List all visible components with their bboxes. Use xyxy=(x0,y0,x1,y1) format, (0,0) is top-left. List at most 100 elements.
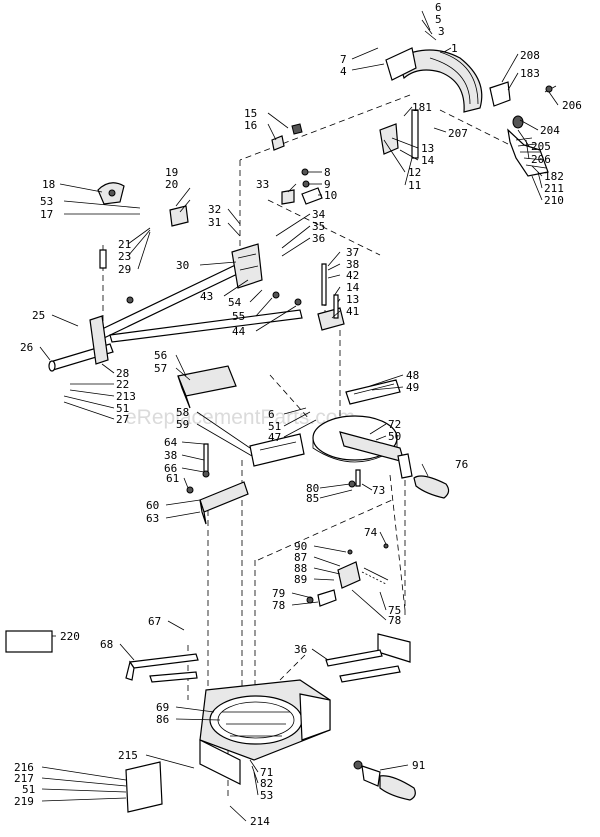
part-label: 72 xyxy=(388,418,401,431)
part-label: 49 xyxy=(406,381,419,394)
part-label: 55 xyxy=(232,310,245,323)
part-label: 8 xyxy=(324,166,331,179)
part-label: 41 xyxy=(346,305,359,318)
part-number-labels: 6 5 3 1 7 4 208 183 206 181 207 204 13 1… xyxy=(14,1,582,828)
part-label: 27 xyxy=(116,413,129,426)
manual-box xyxy=(5,630,53,653)
part-label: 54 xyxy=(228,296,242,309)
part-label: 57 xyxy=(154,362,167,375)
part-label: 42 xyxy=(346,269,359,282)
part-label: 88 xyxy=(294,562,307,575)
part-label: 213 xyxy=(116,390,136,403)
part-label: 53 xyxy=(40,195,53,208)
part-label: 206 xyxy=(562,99,582,112)
base xyxy=(199,679,331,785)
upper-blade-guard xyxy=(385,47,483,113)
part-label: 43 xyxy=(200,290,213,303)
part-label: 78 xyxy=(272,599,285,612)
part-label: 15 xyxy=(244,107,257,120)
part-label: 208 xyxy=(520,49,540,62)
part-label: 89 xyxy=(294,573,307,586)
part-label: 47 xyxy=(268,431,281,444)
part-label: 32 xyxy=(208,203,221,216)
part-label: 13 xyxy=(346,293,359,306)
handle-bracket xyxy=(169,205,189,227)
part-label: 53 xyxy=(260,789,273,802)
part-label: 69 xyxy=(156,701,169,714)
part-label: 80 xyxy=(306,482,319,495)
part-label: 60 xyxy=(146,499,159,512)
part-label: 67 xyxy=(148,615,161,628)
part-label: 28 xyxy=(116,367,129,380)
part-label: 217 xyxy=(14,772,34,785)
part-label: 79 xyxy=(272,587,285,600)
arm-studs xyxy=(99,249,339,319)
part-label: 214 xyxy=(250,815,270,828)
switch-handle xyxy=(97,182,125,205)
guard-label-plate xyxy=(489,81,511,107)
part-label: 16 xyxy=(244,119,257,132)
part-label: 17 xyxy=(40,208,53,221)
part-label: 36 xyxy=(312,232,325,245)
part-label: 216 xyxy=(14,761,34,774)
miter-handle xyxy=(397,453,450,499)
part-label: 82 xyxy=(260,777,273,790)
part-label: 205 xyxy=(531,140,551,153)
part-label: 14 xyxy=(421,154,435,167)
part-label: 182 xyxy=(544,170,564,183)
part-label: 220 xyxy=(60,630,80,643)
part-label: 11 xyxy=(408,179,421,192)
part-label: 74 xyxy=(364,526,378,539)
part-label: 91 xyxy=(412,759,425,772)
part-label: 66 xyxy=(164,462,177,475)
pivot-block xyxy=(231,243,263,289)
side-support-left xyxy=(125,761,163,813)
part-label: 6 xyxy=(268,408,275,421)
part-label: 61 xyxy=(166,472,179,485)
part-label: 76 xyxy=(455,458,468,471)
part-label: 90 xyxy=(294,540,307,553)
part-label: 13 xyxy=(421,142,434,155)
part-label: 20 xyxy=(165,178,178,191)
part-label: 26 xyxy=(20,341,33,354)
part-label: 78 xyxy=(388,614,401,627)
side-support-right xyxy=(325,633,411,683)
part-label: 38 xyxy=(164,449,177,462)
part-label: 18 xyxy=(42,178,55,191)
part-label: 36 xyxy=(294,643,307,656)
part-label: 206 xyxy=(531,153,551,166)
fence-insert-plate xyxy=(249,433,305,467)
part-label: 22 xyxy=(116,378,129,391)
part-label: 9 xyxy=(324,178,331,191)
part-label: 23 xyxy=(118,250,131,263)
part-label: 51 xyxy=(116,402,129,415)
part-label: 37 xyxy=(346,246,359,259)
part-label: 85 xyxy=(306,492,319,505)
guard-bracket xyxy=(379,123,399,155)
extension-rod xyxy=(125,653,199,683)
part-label: 38 xyxy=(346,258,359,271)
left-fence-top xyxy=(177,365,237,409)
left-fence xyxy=(199,481,249,525)
part-label: 12 xyxy=(408,166,421,179)
part-label: 211 xyxy=(544,182,564,195)
part-label: 44 xyxy=(232,325,246,338)
part-label: 63 xyxy=(146,512,159,525)
part-label: 64 xyxy=(164,436,178,449)
shaft-bracket xyxy=(89,315,109,365)
part-label: 87 xyxy=(294,551,307,564)
part-label: 1 xyxy=(451,42,458,55)
part-label: 7 xyxy=(340,53,347,66)
part-label: 50 xyxy=(388,430,401,443)
part-label: 75 xyxy=(388,604,401,617)
part-label: 5 xyxy=(435,13,442,26)
part-label: 215 xyxy=(118,749,138,762)
part-label: 207 xyxy=(448,127,468,140)
part-label: 33 xyxy=(256,178,269,191)
part-label: 10 xyxy=(324,189,337,202)
part-label: 4 xyxy=(340,65,347,78)
part-label: 31 xyxy=(208,216,221,229)
part-label: 34 xyxy=(312,208,326,221)
assembly-guide-lines xyxy=(102,94,521,800)
